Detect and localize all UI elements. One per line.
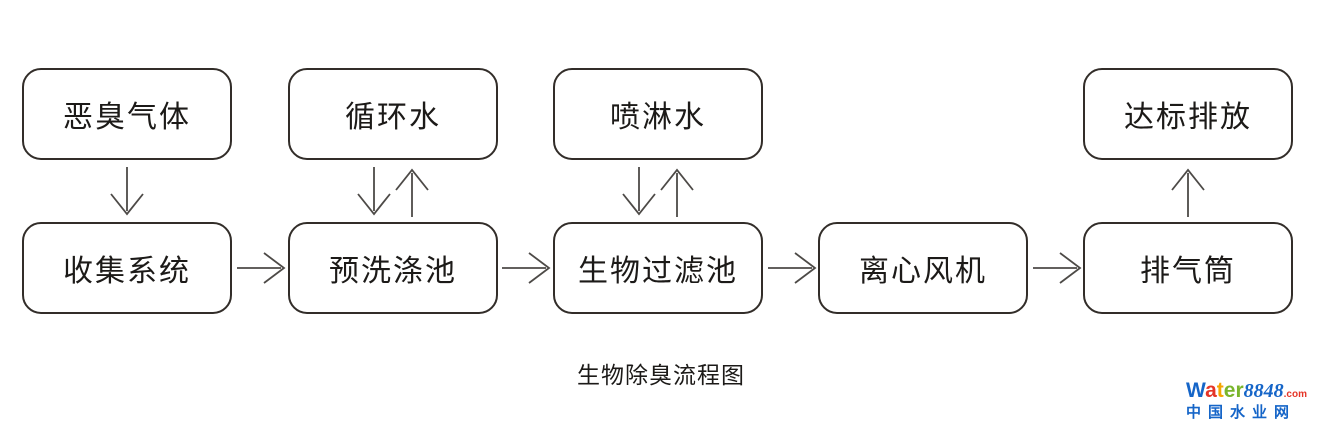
node-label: 喷淋水 [610, 101, 706, 134]
arrow-up-icon [1171, 168, 1205, 217]
arrow-down-icon [357, 167, 391, 216]
logo-letter: r [1235, 379, 1244, 402]
arrow-down-icon [110, 167, 144, 216]
arrow-right-icon [1033, 252, 1082, 284]
arrow-right-icon [768, 252, 817, 284]
node-label: 恶臭气体 [63, 101, 191, 134]
node-collection-system: 收集系统 [22, 222, 232, 314]
arrow-down-icon [622, 167, 656, 216]
arrow-right-icon [237, 252, 286, 284]
logo-tld: .com [1283, 389, 1307, 400]
node-centrifugal-fan: 离心风机 [818, 222, 1028, 314]
node-label: 达标排放 [1124, 101, 1252, 134]
node-label: 离心风机 [859, 255, 987, 288]
arrow-up-icon [395, 168, 429, 217]
diagram-caption: 生物除臭流程图 [577, 362, 745, 388]
logo-letter: e [1223, 379, 1236, 402]
node-compliant-discharge: 达标排放 [1083, 68, 1293, 160]
node-odor-gas: 恶臭气体 [22, 68, 232, 160]
node-spray-water: 喷淋水 [553, 68, 763, 160]
node-label: 排气筒 [1140, 255, 1236, 288]
water8848-logo: Water8848.com 中国水业网 [1186, 380, 1307, 420]
arrow-right-icon [502, 252, 551, 284]
node-label: 收集系统 [63, 255, 191, 288]
logo-letter: t [1216, 379, 1224, 402]
node-biofilter-tank: 生物过滤池 [553, 222, 763, 314]
node-pre-wash-tank: 预洗涤池 [288, 222, 498, 314]
logo-letter: W [1186, 379, 1206, 402]
logo-letter: a [1205, 379, 1217, 402]
node-label: 生物过滤池 [578, 255, 738, 288]
logo-brand-line: Water8848.com [1186, 380, 1307, 401]
node-exhaust-stack: 排气筒 [1083, 222, 1293, 314]
logo-number: 8848 [1243, 380, 1284, 402]
logo-site-name: 中国水业网 [1186, 404, 1297, 421]
arrow-up-icon [660, 168, 694, 217]
node-circulating-water: 循环水 [288, 68, 498, 160]
node-label: 预洗涤池 [329, 255, 457, 288]
node-label: 循环水 [345, 101, 441, 134]
